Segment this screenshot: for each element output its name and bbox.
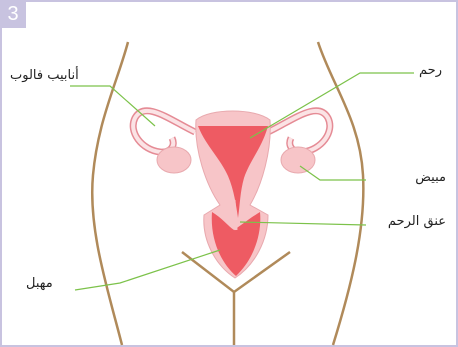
left-fallopian-tube-inner <box>133 111 195 152</box>
left-ovary <box>157 147 191 173</box>
label-vagina: مهبل <box>26 276 53 291</box>
label-ovary: مبيض <box>415 170 446 185</box>
label-cervix: عنق الرحم <box>388 214 446 229</box>
leader-vagina <box>75 250 220 290</box>
cervix-gap <box>234 200 236 230</box>
label-uterus: رحم <box>419 63 442 78</box>
right-ovary <box>281 147 315 173</box>
body-outline-right <box>318 42 363 345</box>
body-outline-left <box>92 42 128 345</box>
right-fallopian-tube-inner <box>268 111 330 152</box>
label-fallopian-tubes: أنابيب فالوب <box>10 68 79 83</box>
